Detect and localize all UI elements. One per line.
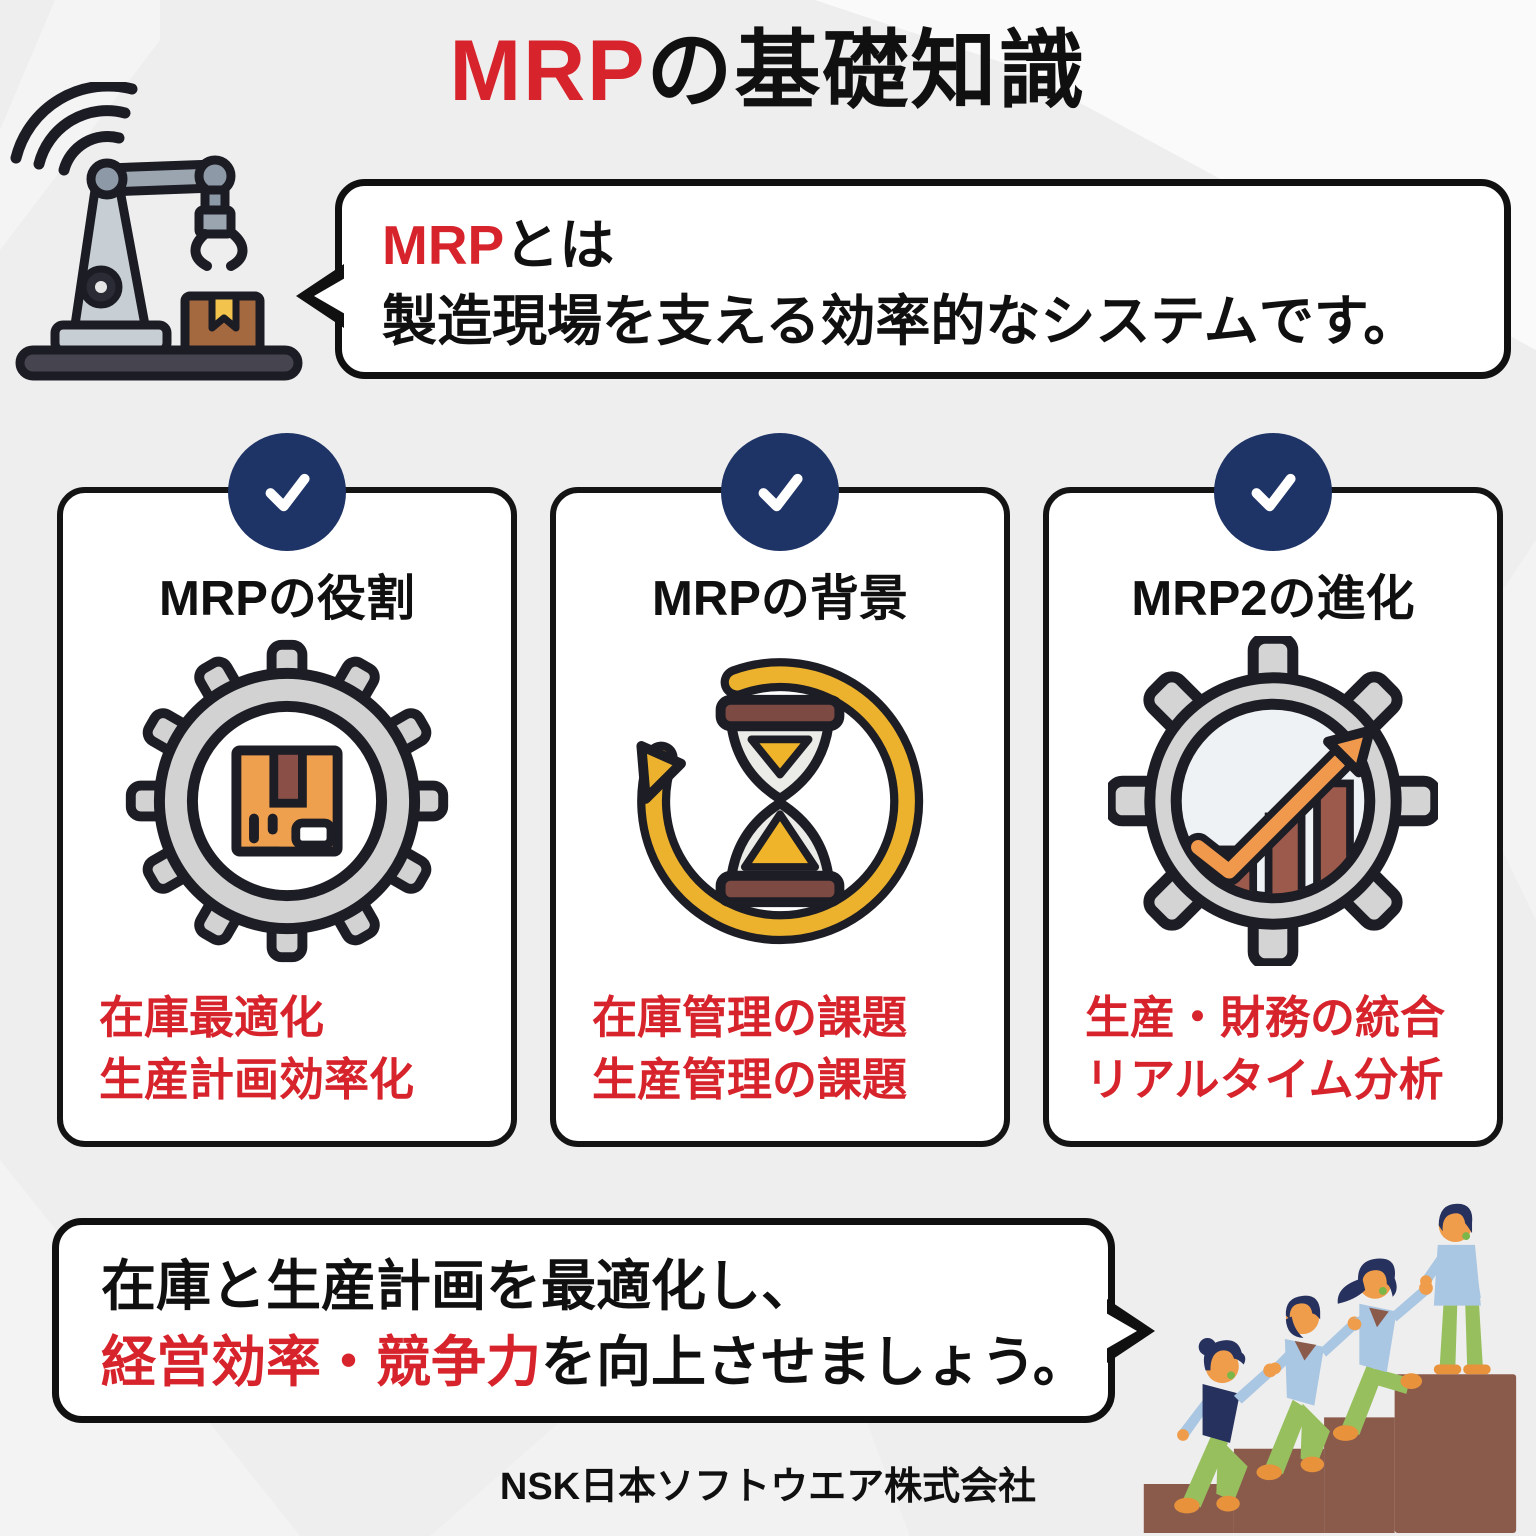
people-climbing-stairs-illustration	[1143, 1203, 1517, 1533]
intro-line-1: MRPとは	[382, 214, 615, 276]
hourglass-cycle-icon	[636, 658, 924, 945]
stairs	[1143, 1374, 1517, 1533]
outro-line-2: 経営効率・競争力を向上させましょう。	[101, 1330, 1088, 1393]
gear-package-icon	[125, 639, 449, 963]
cards-row: MRPの役割	[57, 433, 1503, 1147]
intro-line-2: 製造現場を支える効率的なシステムです。	[382, 289, 1419, 352]
footer-company-name: NSK日本ソフトウエア株式会社	[499, 1466, 1037, 1508]
person-2	[1256, 1295, 1362, 1481]
card-title: MRPの背景	[652, 572, 908, 626]
check-icon	[1214, 433, 1332, 551]
person-1	[1174, 1338, 1278, 1514]
check-icon	[228, 433, 346, 551]
card-title: MRP2の進化	[1131, 572, 1415, 626]
card-points: 生産・財務の統合 リアルタイム分析	[1085, 991, 1446, 1105]
check-icon	[721, 433, 839, 551]
card-points: 在庫最適化 生産計画効率化	[99, 991, 415, 1105]
card-title: MRPの役割	[159, 572, 415, 626]
title-rest: の基礎知識	[646, 23, 1087, 119]
robot-arm-wifi-icon	[10, 82, 303, 381]
outro-line-1: 在庫と生産計画を最適化し、	[101, 1255, 817, 1317]
person-4	[1420, 1203, 1491, 1375]
card-mrp-role: MRPの役割	[57, 433, 517, 1147]
title-highlight: MRP	[449, 23, 647, 119]
outro-speech-bubble: 在庫と生産計画を最適化し、 経営効率・競争力を向上させましょう。	[52, 1218, 1155, 1423]
card-mrp2-evolution: MRP2の進化	[1043, 433, 1503, 1147]
person-3	[1332, 1258, 1433, 1441]
intro-speech-bubble: MRPとは 製造現場を支える効率的なシステムです。	[296, 179, 1511, 379]
wifi-signal-icon	[10, 82, 138, 176]
gear-growth-chart-icon	[1108, 636, 1438, 966]
card-mrp-background: MRPの背景 在庫管理の課題 生産管理の課題	[550, 433, 1010, 1147]
page-title: MRPの基礎知識	[0, 26, 1536, 116]
card-points: 在庫管理の課題 生産管理の課題	[592, 991, 908, 1105]
